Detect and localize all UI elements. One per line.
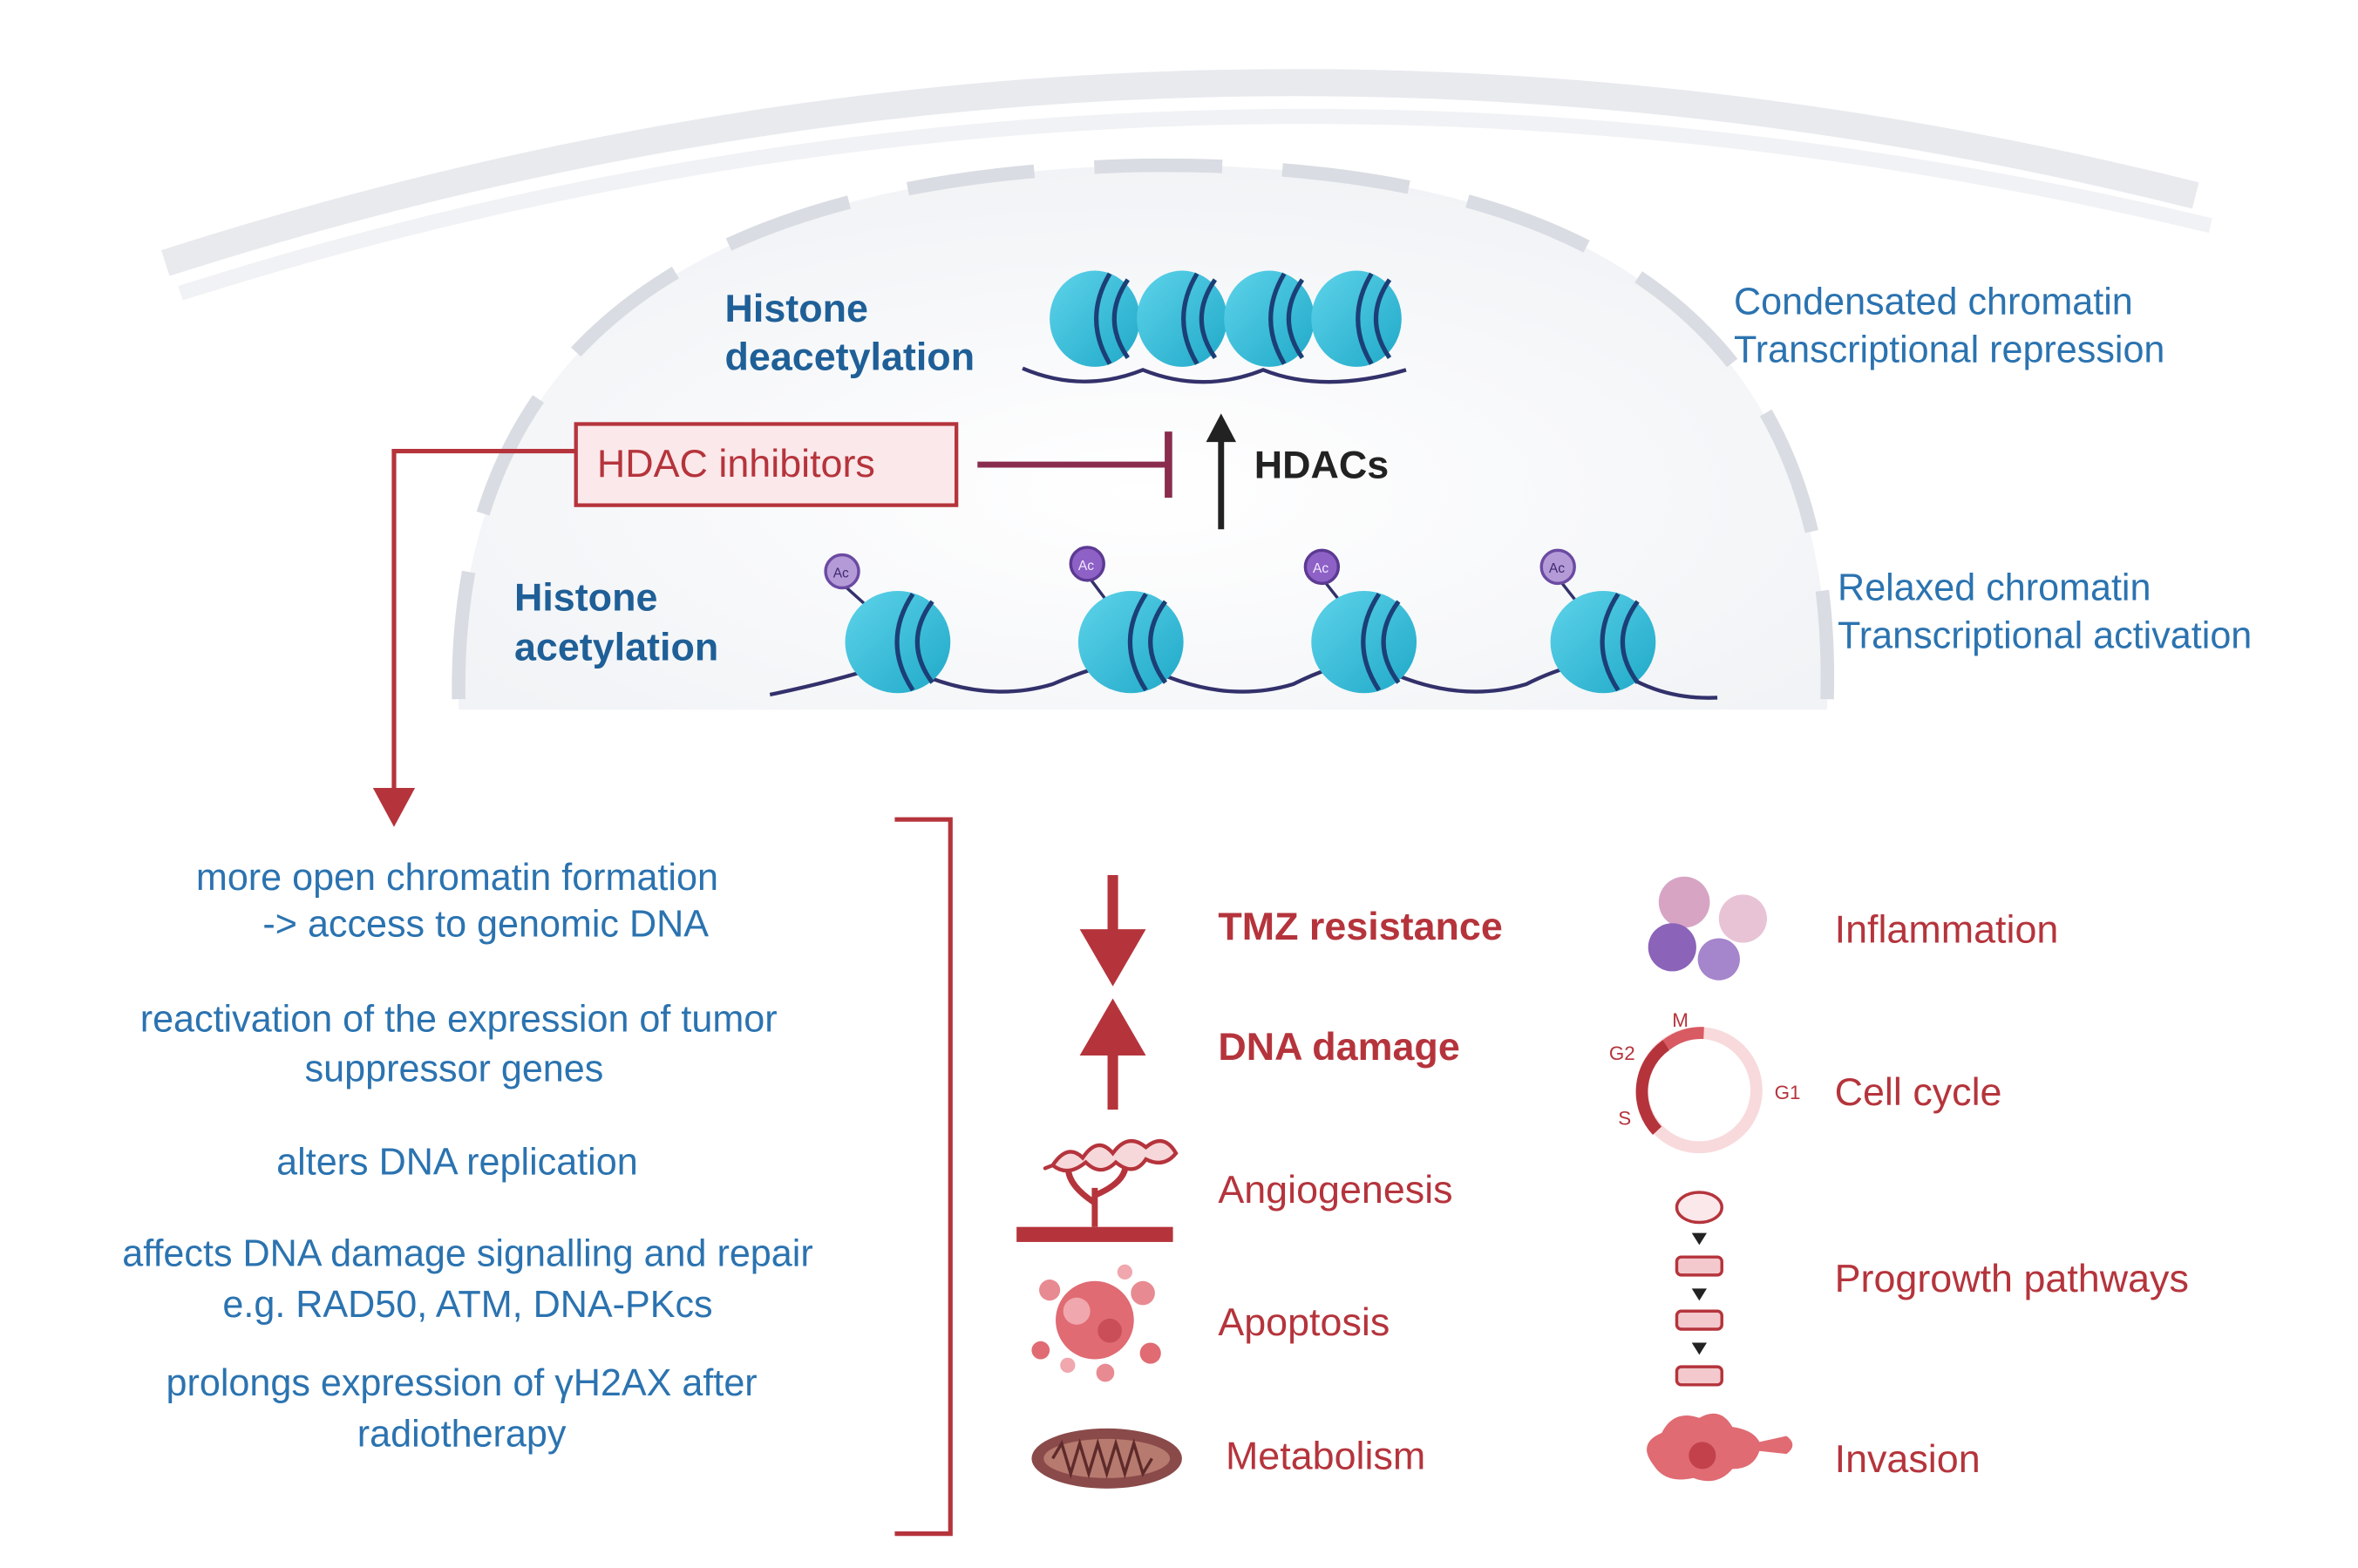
nucleosome-icon <box>1050 270 1140 367</box>
effect-arrow <box>372 448 576 827</box>
hdacs-arrow <box>1206 413 1237 530</box>
hdac-inhibitors-box: HDAC inhibitors <box>574 422 959 507</box>
mitochondrion-icon <box>1031 1428 1182 1489</box>
bracket <box>894 817 953 1537</box>
effect-item: more open chromatin formation <box>196 857 718 899</box>
decrease-arrow-icon <box>1079 875 1146 987</box>
histone-deacetylation-title-line2: deacetylation <box>724 334 975 378</box>
ac-label: Ac <box>833 566 849 580</box>
progrowth-pathway-icon <box>1675 1191 1723 1387</box>
ac-label: Ac <box>1313 561 1328 576</box>
acetylated-nucleosome: Ac <box>1539 548 1656 694</box>
inhibition-connector <box>977 431 1172 499</box>
nucleus <box>452 158 1835 710</box>
ac-label: Ac <box>1078 559 1094 574</box>
cell-cycle-icon: M G1 G2 S <box>1609 1009 1801 1154</box>
hdacs-label: HDACs <box>1254 443 1389 487</box>
progrowth-pathways-label: Progrowth pathways <box>1835 1256 2189 1300</box>
nucleosome-icon <box>1311 270 1402 367</box>
phase-m-label: M <box>1672 1009 1689 1031</box>
phase-g1-label: G1 <box>1775 1082 1801 1103</box>
invasion-label: Invasion <box>1835 1436 1981 1481</box>
inflammation-icon <box>1648 876 1767 981</box>
effect-item: suppressor genes <box>305 1048 604 1089</box>
invasion-icon <box>1647 1413 1793 1482</box>
inflammation-label: Inflammation <box>1835 907 2059 952</box>
transcriptional-repression-label: Transcriptional repression <box>1734 329 2164 371</box>
ac-label: Ac <box>1549 561 1565 576</box>
transcriptional-activation-label: Transcriptional activation <box>1838 615 2252 657</box>
effect-item: alters DNA replication <box>276 1141 638 1183</box>
angiogenesis-label: Angiogenesis <box>1218 1167 1452 1212</box>
tmz-resistance-label: TMZ resistance <box>1218 904 1502 948</box>
effect-item: affects DNA damage signalling and repair <box>122 1233 812 1275</box>
cell-cycle-label: Cell cycle <box>1835 1069 2002 1114</box>
nucleosome-icon <box>1224 270 1315 367</box>
dna-damage-label: DNA damage <box>1218 1024 1459 1069</box>
acetylated-nucleosome: Ac <box>824 553 951 694</box>
effect-item: e.g. RAD50, ATM, DNA-PKcs <box>222 1284 712 1326</box>
apoptosis-icon <box>1031 1264 1161 1382</box>
effect-item: radiotherapy <box>357 1414 567 1456</box>
histone-deacetylation-title-line1: Histone <box>724 286 867 330</box>
apoptosis-label: Apoptosis <box>1218 1300 1390 1344</box>
effect-item: reactivation of the expression of tumor <box>140 998 778 1040</box>
metabolism-label: Metabolism <box>1226 1433 1425 1477</box>
histone-acetylation-title-line2: acetylation <box>514 624 718 669</box>
condensed-chromatin <box>1022 270 1407 384</box>
condensed-chromatin-label: Condensated chromatin <box>1734 282 2133 323</box>
relaxed-chromatin-label: Relaxed chromatin <box>1838 567 2151 608</box>
cell-membrane <box>161 69 2212 301</box>
histone-acetylation-title-line1: Histone <box>514 574 657 619</box>
effect-item: -> access to genomic DNA <box>262 904 709 946</box>
nucleosome-icon <box>1137 270 1227 367</box>
acetylated-nucleosome: Ac <box>1069 546 1184 694</box>
effects-list: more open chromatin formation -> access … <box>122 857 812 1455</box>
hdac-inhibitors-label: HDAC inhibitors <box>597 441 875 485</box>
acetylated-nucleosome: Ac <box>1303 548 1417 694</box>
phase-g2-label: G2 <box>1609 1042 1635 1064</box>
effect-item: prolongs expression of γH2AX after <box>166 1362 758 1404</box>
increase-arrow-icon <box>1079 998 1146 1110</box>
phase-s-label: S <box>1618 1107 1631 1129</box>
relaxed-chromatin: Ac Ac Ac Ac <box>769 546 1718 700</box>
angiogenesis-icon <box>1016 1138 1179 1242</box>
